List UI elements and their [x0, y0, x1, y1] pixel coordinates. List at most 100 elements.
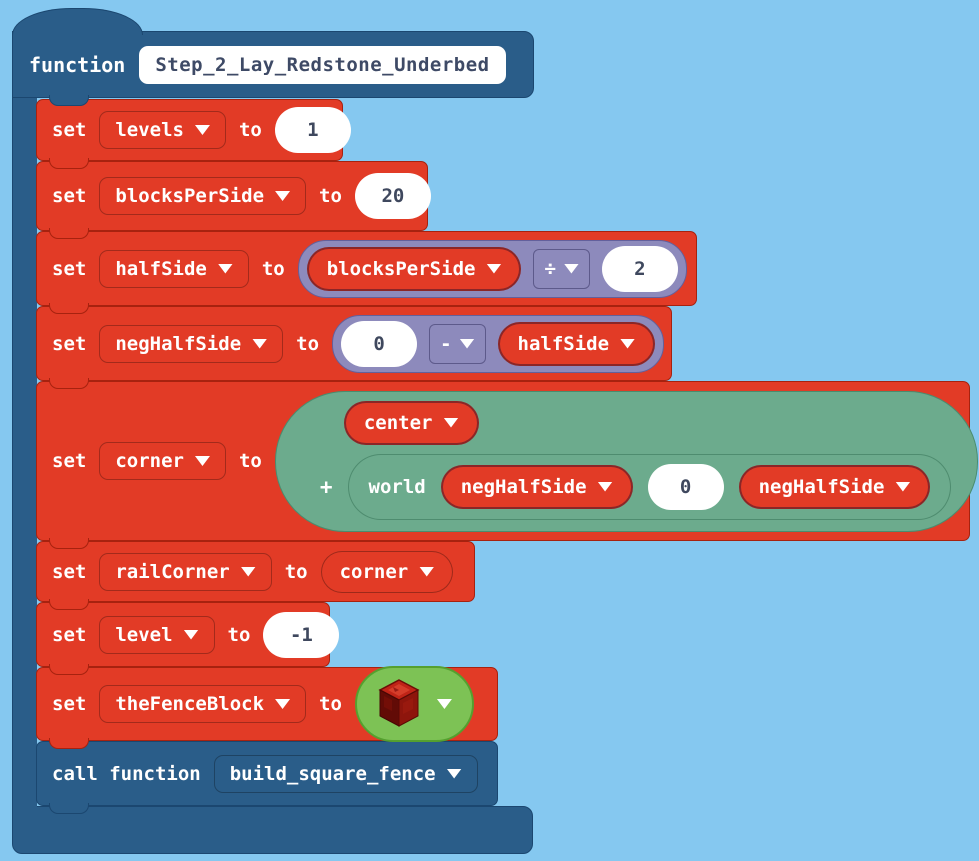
variable-name: corner	[339, 560, 409, 583]
variable-name: negHalfSide	[460, 475, 587, 498]
dropdown-arrow-icon	[486, 263, 502, 274]
variable-name: negHalfSide	[758, 475, 885, 498]
to-label: to	[319, 693, 342, 715]
halfside-variable-dropdown[interactable]: halfSide	[99, 249, 249, 288]
variable-name: blocksPerSide	[326, 257, 476, 280]
connector-tab	[49, 303, 89, 314]
variable-name: halfSide	[517, 332, 610, 355]
block-item-dropdown[interactable]	[354, 666, 474, 742]
position-name: center	[363, 411, 433, 434]
divisor-value-input[interactable]: 2	[601, 245, 678, 292]
set-label: set	[52, 257, 87, 280]
dropdown-arrow-icon	[275, 699, 291, 709]
dropdown-arrow-icon	[446, 768, 462, 779]
blocksperside-value-input[interactable]: 20	[354, 173, 431, 219]
dropdown-arrow-icon	[252, 338, 268, 349]
function-hat-dome[interactable]	[12, 8, 143, 35]
connector-tab	[49, 664, 89, 675]
set-label: set	[52, 332, 87, 355]
set-label: set	[52, 693, 87, 715]
dropdown-arrow-icon	[443, 417, 459, 428]
set-level-block[interactable]: set level to -1	[36, 602, 340, 675]
function-definition-header[interactable]: function Step_2_Lay_Redstone_Underbed	[12, 31, 534, 106]
operator-symbol: -	[440, 332, 452, 355]
operator-dropdown[interactable]: -	[429, 323, 486, 364]
world-y-value-input[interactable]: 0	[647, 463, 724, 510]
set-label: set	[52, 560, 87, 583]
dropdown-arrow-icon	[217, 263, 233, 274]
variable-name: corner	[115, 450, 184, 472]
to-label: to	[238, 450, 262, 472]
dropdown-arrow-icon	[563, 263, 579, 274]
corner-variable-pill[interactable]: corner	[320, 550, 454, 593]
variable-name: railCorner	[115, 560, 230, 583]
set-thefenceblock-block[interactable]: set theFenceBlock to	[36, 666, 498, 749]
function-name: build_square_fence	[229, 762, 436, 785]
plus-operator-label: +	[319, 474, 333, 499]
dropdown-arrow-icon	[597, 481, 613, 492]
connector-tab	[49, 599, 89, 610]
variable-name: theFenceBlock	[115, 693, 265, 715]
level-variable-dropdown[interactable]: level	[99, 615, 215, 654]
set-label: set	[52, 623, 87, 646]
variable-name: halfSide	[115, 257, 207, 280]
connector-tab	[49, 95, 89, 106]
function-body-spine	[12, 90, 37, 810]
corner-variable-dropdown[interactable]: corner	[99, 442, 226, 480]
to-label: to	[296, 332, 320, 355]
set-neghalfside-block[interactable]: set negHalfSide to 0 - halfSide	[36, 306, 672, 389]
variable-name: negHalfSide	[115, 332, 242, 355]
call-function-label: call function	[52, 762, 201, 785]
set-blocksperside-block[interactable]: set blocksPerSide to 20	[36, 161, 431, 239]
world-position-block[interactable]: world negHalfSide 0 negHalfSide	[347, 453, 952, 520]
dropdown-arrow-icon	[275, 191, 291, 201]
set-corner-block[interactable]: set corner to center + world negHalfSide	[36, 381, 979, 549]
thefenceblock-variable-dropdown[interactable]: theFenceBlock	[99, 685, 307, 723]
set-halfside-block[interactable]: set halfSide to blocksPerSide ÷ 2	[36, 231, 697, 314]
world-keyword-label: world	[368, 475, 426, 498]
variable-name: levels	[115, 119, 184, 141]
to-label: to	[238, 119, 262, 141]
world-z-variable-pill[interactable]: negHalfSide	[738, 464, 931, 509]
railcorner-variable-dropdown[interactable]: railCorner	[99, 552, 272, 591]
neghalfside-variable-dropdown[interactable]: negHalfSide	[99, 324, 284, 363]
connector-tab	[49, 378, 89, 389]
levels-variable-dropdown[interactable]: levels	[99, 111, 226, 149]
blocksperside-variable-pill[interactable]: blocksPerSide	[306, 246, 522, 291]
dropdown-arrow-icon	[620, 338, 636, 349]
set-label: set	[52, 185, 87, 207]
to-label: to	[261, 257, 285, 280]
level-value-input[interactable]: -1	[263, 611, 340, 658]
zero-value-input[interactable]: 0	[341, 320, 418, 367]
world-x-variable-pill[interactable]: negHalfSide	[440, 464, 633, 509]
to-label: to	[227, 623, 251, 646]
dropdown-arrow-icon	[419, 566, 435, 577]
center-position-pill[interactable]: center	[343, 400, 479, 445]
division-expression-block[interactable]: blocksPerSide ÷ 2	[297, 239, 687, 298]
function-keyword-label: function	[29, 52, 126, 77]
function-name-field[interactable]: Step_2_Lay_Redstone_Underbed	[139, 45, 506, 84]
subtraction-expression-block[interactable]: 0 - halfSide	[332, 314, 665, 373]
set-label: set	[52, 119, 87, 141]
connector-tab	[49, 538, 89, 549]
position-add-expression-block[interactable]: center + world negHalfSide 0 negHalfSide	[274, 390, 979, 532]
dropdown-arrow-icon	[895, 481, 911, 492]
function-bottom-bar	[12, 806, 533, 854]
operator-symbol: ÷	[544, 257, 556, 280]
blocksperside-variable-dropdown[interactable]: blocksPerSide	[99, 177, 307, 215]
redstone-block-icon	[378, 679, 420, 727]
levels-value-input[interactable]: 1	[274, 107, 351, 153]
set-levels-block[interactable]: set levels to 1	[36, 99, 351, 169]
call-function-block[interactable]: call function build_square_fence	[36, 741, 498, 814]
dropdown-arrow-icon	[194, 125, 210, 135]
dropdown-arrow-icon	[194, 456, 210, 466]
set-railcorner-block[interactable]: set railCorner to corner	[36, 541, 475, 610]
connector-tab	[49, 738, 89, 749]
call-function-dropdown[interactable]: build_square_fence	[213, 754, 478, 793]
halfside-variable-pill[interactable]: halfSide	[497, 321, 656, 366]
dropdown-arrow-icon	[436, 699, 452, 709]
operator-dropdown[interactable]: ÷	[533, 248, 590, 289]
dropdown-arrow-icon	[459, 338, 475, 349]
connector-tab	[49, 158, 89, 169]
variable-name: blocksPerSide	[115, 185, 265, 207]
